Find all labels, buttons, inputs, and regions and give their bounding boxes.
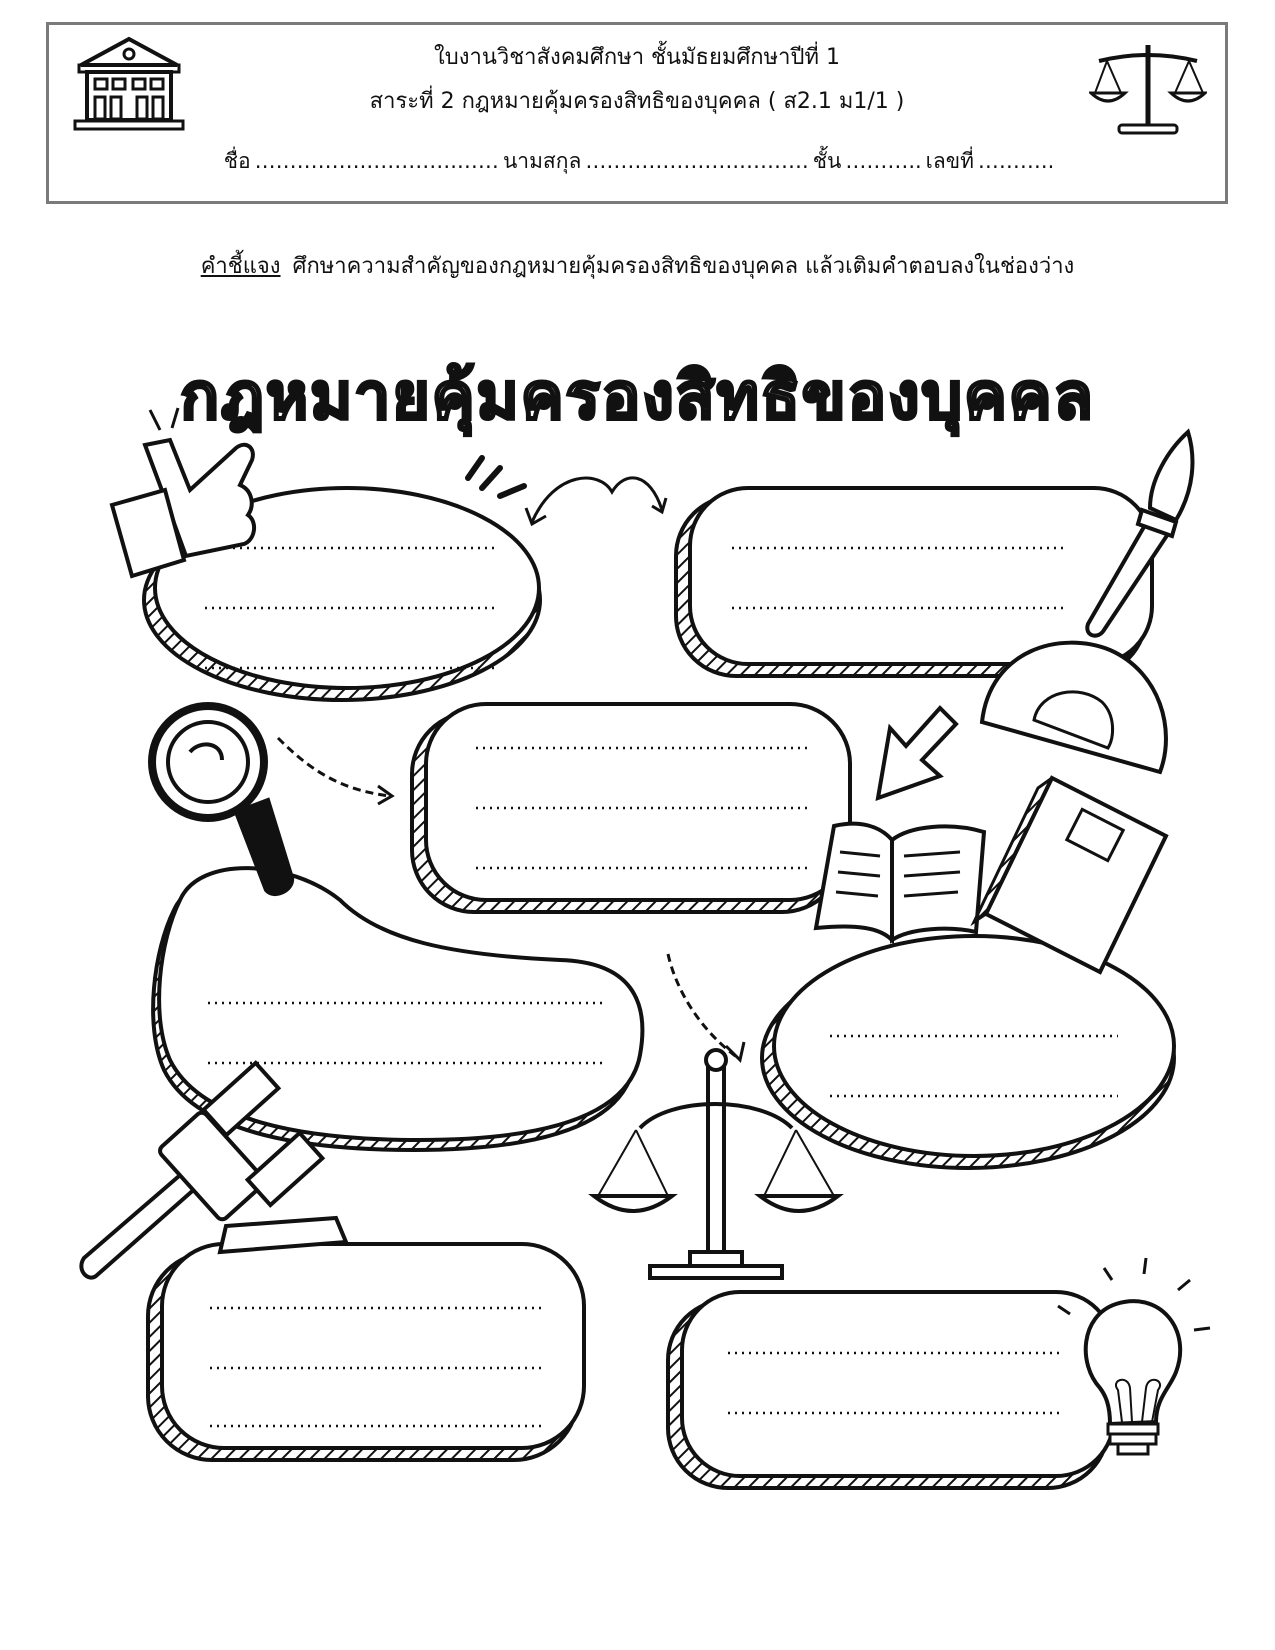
answer-box-5[interactable]: [760, 934, 1176, 1170]
answer-box-3[interactable]: [410, 702, 852, 914]
instruction: คำชี้แจง ศึกษาความสำคัญของกฎหมายคุ้มครองส…: [0, 248, 1275, 283]
dashed-arrow-2-head: [724, 1041, 746, 1063]
thumbs-up-icon: [109, 407, 257, 579]
paintbrush-icon: [1085, 428, 1195, 638]
surname-label: นามสกุล: [502, 149, 582, 173]
open-book-icon: [813, 821, 987, 945]
answer-box-7[interactable]: [666, 1290, 1116, 1490]
class-blank[interactable]: ………..: [845, 149, 922, 173]
name-label: ชื่อ: [223, 149, 251, 173]
arrow-icon: [875, 705, 959, 802]
dashed-arrow-2: [666, 953, 739, 1060]
justice-scale-icon: [588, 1048, 844, 1280]
protractor-icon: [979, 640, 1168, 775]
dashed-arrow-1-head: [377, 784, 395, 806]
name-blank[interactable]: …………….………….……: [254, 149, 499, 173]
gavel-icon: [79, 1060, 349, 1280]
surname-blank[interactable]: ………………….……….: [585, 149, 809, 173]
answer-box-2[interactable]: [674, 486, 1154, 678]
scales-icon: [1089, 45, 1207, 135]
class-label: ชั้น: [812, 149, 842, 173]
number-blank[interactable]: ………..: [977, 149, 1055, 173]
closed-book-icon: [970, 775, 1169, 975]
double-arrow-icon: [465, 455, 668, 527]
magnifier-icon: [148, 702, 295, 897]
number-label: เลขที่: [925, 149, 974, 173]
student-info-fields: ชื่อ…………….………….……นามสกุล………………….……….ชั้น…: [109, 145, 1169, 178]
light-bulb-icon: [1057, 1257, 1211, 1456]
header-box: ใบงานวิชาสังคมศึกษา ชั้นมัธยมศึกษาปีที่ …: [46, 22, 1228, 204]
instruction-text: ศึกษาความสำคัญของกฎหมายคุ้มครองสิทธิของบ…: [292, 254, 1075, 279]
courthouse-icon: [73, 36, 185, 131]
dashed-arrow-1: [276, 736, 391, 798]
answer-box-6[interactable]: [146, 1242, 586, 1462]
main-title: กฎหมายคุ้มครองสิทธิของบุคคล: [179, 359, 1095, 436]
instruction-label: คำชี้แจง: [200, 254, 281, 279]
worksheet-subtitle: สาระที่ 2 กฎหมายคุ้มครองสิทธิของบุคคล ( …: [369, 89, 905, 114]
worksheet-title: ใบงานวิชาสังคมศึกษา ชั้นมัธยมศึกษาปีที่ …: [434, 45, 840, 70]
